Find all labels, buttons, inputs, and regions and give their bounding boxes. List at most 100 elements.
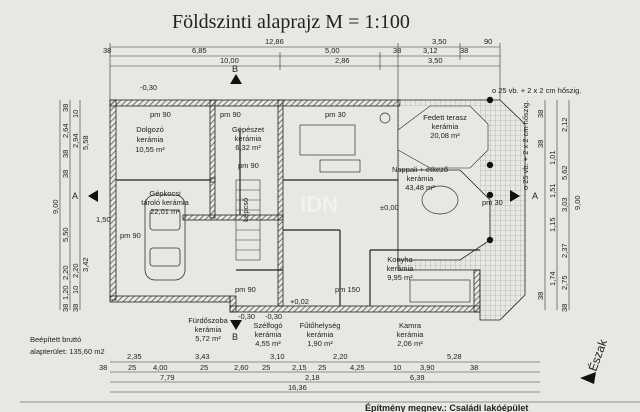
dim-right-12: 38	[536, 292, 545, 300]
room-futo-name: Fűtőhelység	[300, 321, 341, 330]
dim-right-3: 38	[536, 140, 545, 148]
living-furniture	[299, 112, 459, 215]
left-dimension-lines	[59, 100, 81, 310]
dim-bottom-r2-11: 3,90	[420, 363, 435, 372]
dim-bottom-r2-8: 25	[318, 363, 326, 372]
dim-bottom-r2-5: 2,60	[234, 363, 249, 372]
room-kamra-area: 2,06 m²	[397, 339, 423, 348]
level-annotations: -0,30 ±0,00 -0,30 +0,02 -0,30	[140, 83, 399, 321]
dim-bottom-r1-5: 5,28	[447, 352, 462, 361]
level-mark-2: ±0,00	[380, 203, 399, 212]
dim-top-row3-b: 2,86	[335, 56, 350, 65]
dim-top-row3-a: 10,00	[220, 56, 239, 65]
footer-building-name: Építmény megnev.: Családi lakóépület	[365, 403, 528, 412]
dim-left-17: 38	[71, 304, 80, 312]
section-label-a-left: A	[72, 191, 78, 201]
dim-top-overall: 12,86	[265, 37, 284, 46]
built-area-line-2: alapterület: 135,60 m2	[30, 347, 105, 356]
room-garazs-name: Gépkocsi	[149, 189, 181, 198]
dim-bottom-r3-2: 2,18	[305, 373, 320, 382]
dim-right-4: 1,01	[548, 150, 557, 165]
dim-left-6: 5,58	[81, 135, 90, 150]
dim-right-14: 38	[560, 304, 569, 312]
room-furdo-finish: kerámia	[195, 325, 223, 334]
room-garazs-area: 22,01 m²	[150, 207, 180, 216]
dim-bottom-r2-3: 4,00	[153, 363, 168, 372]
stair-label: Lépcső	[241, 198, 250, 222]
room-konyha-finish: kerámia	[387, 264, 415, 273]
dim-bottom-r2-4: 25	[200, 363, 208, 372]
north-indicator: Észak	[580, 336, 610, 384]
room-futo-finish: kerámia	[307, 330, 335, 339]
dim-bottom-r1-1: 2,35	[127, 352, 142, 361]
room-dolgozo-finish: kerámia	[137, 135, 165, 144]
dim-right-6: 1,51	[548, 183, 557, 198]
room-nappali-name: Nappali + étkező	[392, 165, 448, 174]
room-terasz-finish: kerámia	[432, 122, 460, 131]
dim-bottom-r2-7: 2,15	[292, 363, 307, 372]
dim-left-7: 38	[61, 170, 70, 178]
section-arrow-a-left	[88, 190, 98, 202]
dim-right-10: 2,37	[560, 243, 569, 258]
column-note-1: o 25 vb. + 2 x 2 cm hőszig.	[492, 86, 581, 95]
dim-top-section-c: 3,12	[423, 46, 438, 55]
dim-right-9: 1,15	[548, 217, 557, 232]
dim-right-1: 38	[536, 110, 545, 118]
dim-bottom-r2-12: 38	[470, 363, 478, 372]
room-furdo-name: Fürdőszoba	[188, 316, 228, 325]
dim-bottom-r2-10: 10	[393, 363, 401, 372]
bottom-dimension-lines	[110, 361, 540, 393]
watermark-logo: IDN	[300, 192, 338, 217]
room-gepeszet-area: 6,32 m²	[235, 143, 261, 152]
dim-bottom-r2-9: 4,25	[350, 363, 365, 372]
room-terasz-name: Fedett terasz	[423, 113, 467, 122]
dim-left-9: 2,20	[71, 263, 80, 278]
room-terasz-area: 20,08 m²	[430, 131, 460, 140]
pm-label-7: pm 30	[482, 198, 503, 207]
section-label-b-top: B	[232, 64, 238, 74]
pm-label-4: pm 90	[235, 285, 256, 294]
room-szelfogo-finish: kerámia	[255, 330, 283, 339]
pm-annotations: pm 90 pm 90 pm 30 pm 90 pm 150 pm 90 pm …	[120, 110, 503, 294]
level-mark-4: +0,02	[290, 297, 309, 306]
dim-top-row3-c: 3,50	[428, 56, 443, 65]
dim-top-section-a: 6,85	[192, 46, 207, 55]
section-arrow-b-top	[230, 74, 242, 84]
room-garazs-finish: tároló kerámia	[141, 198, 189, 207]
section-arrow-a-right	[510, 190, 520, 202]
dim-left-12: 3,42	[81, 257, 90, 272]
dim-right-13: 2,75	[560, 275, 569, 290]
dim-right-7: 3,03	[560, 197, 569, 212]
dim-bottom-r2-1: 38	[99, 363, 107, 372]
room-labels: Dolgozó kerámia 10,55 m² Gépészet kerámi…	[135, 113, 467, 348]
dim-bottom-r2-2: 25	[128, 363, 136, 372]
dim-bottom-r1-3: 3,10	[270, 352, 285, 361]
dim-left-10: 5,50	[61, 227, 70, 242]
dim-top-wall-mid: 38	[393, 46, 401, 55]
top-dimension-lines	[109, 43, 501, 100]
garage-car-icon	[144, 194, 186, 281]
pm-label-5: pm 150	[335, 285, 360, 294]
column-note-2: o 25 vb. + 2 x 2 cm hőszig.	[521, 101, 530, 190]
dim-left-5: 2,94	[71, 133, 80, 148]
room-gepeszet-name: Gépészet	[232, 125, 265, 134]
room-futo-area: 1,90 m²	[307, 339, 333, 348]
room-konyha-area: 9,95 m²	[387, 273, 413, 282]
interior-partitions	[116, 130, 480, 306]
north-label: Észak	[585, 336, 611, 373]
room-szelfogo-area: 4,55 m²	[255, 339, 281, 348]
dim-right-8: 5,62	[560, 165, 569, 180]
dim-left-11: 1,50	[96, 215, 111, 224]
dim-right-11: 1,74	[548, 271, 557, 286]
pm-label-2: pm 90	[220, 110, 241, 119]
pm-label-8: pm 90	[238, 161, 259, 170]
right-dimension-lines	[544, 100, 570, 310]
dim-top-terrace: 3,50	[432, 37, 447, 46]
terrace-columns	[486, 96, 494, 244]
dim-left-8: 9,00	[51, 199, 60, 214]
dim-top-wall-left: 38	[103, 46, 111, 55]
room-kamra-finish: kerámia	[397, 330, 425, 339]
dim-bottom-r1-2: 3,43	[195, 352, 210, 361]
